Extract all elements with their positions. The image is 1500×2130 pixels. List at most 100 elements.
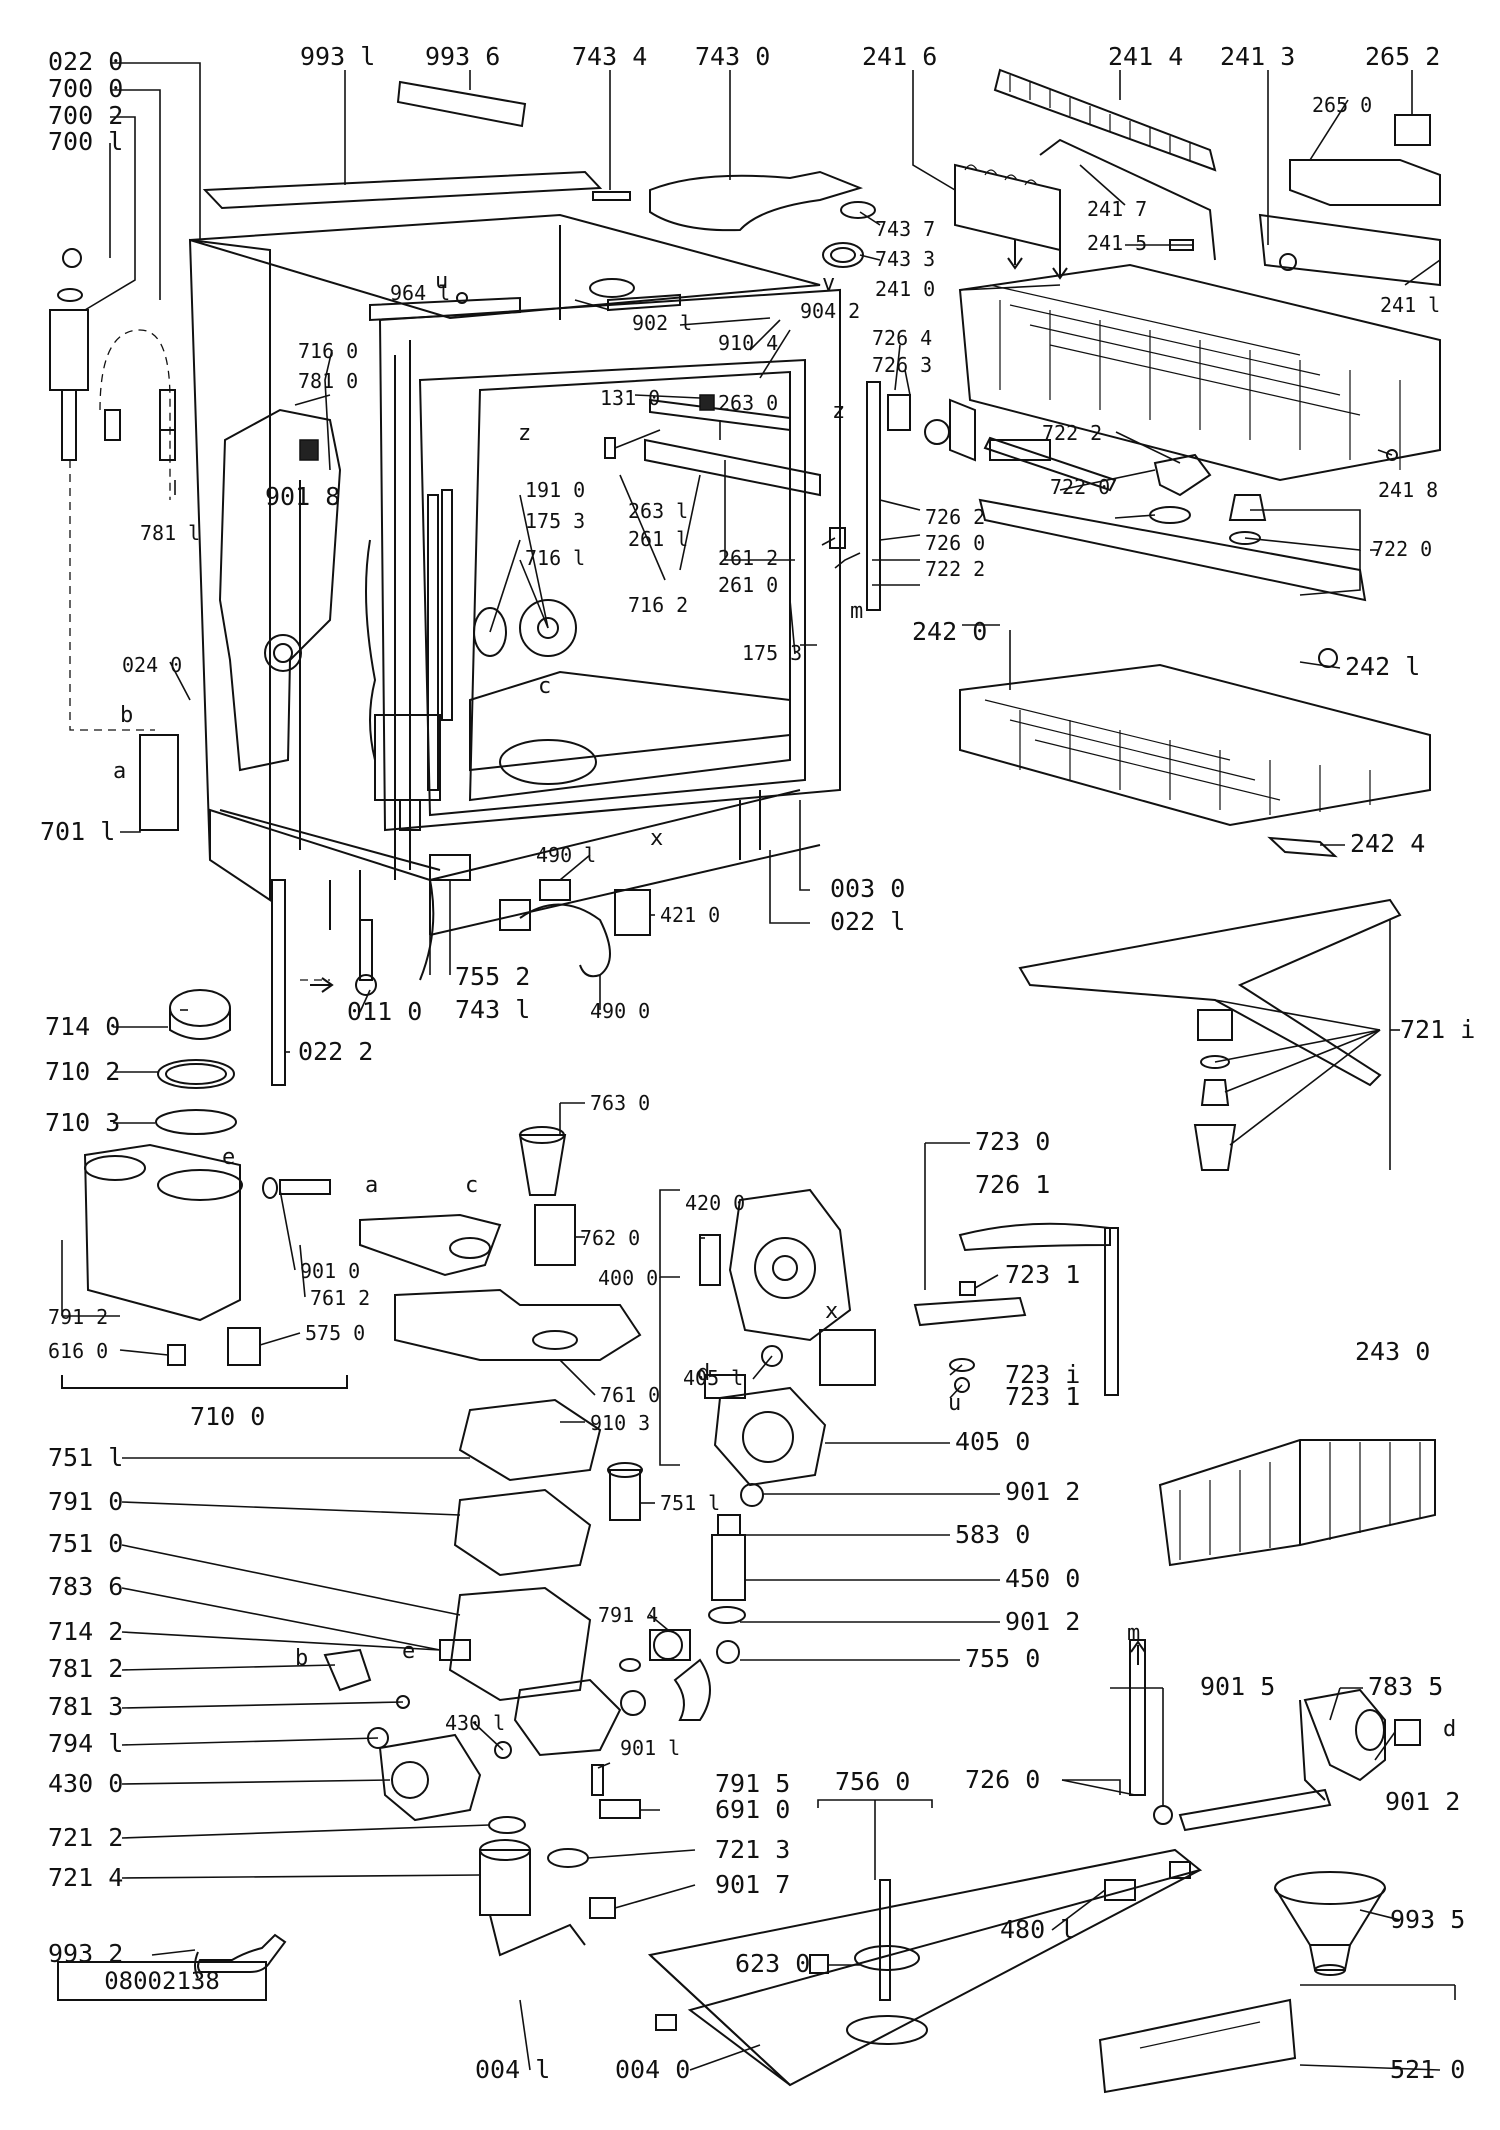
part-label: 701 l	[40, 817, 115, 846]
part-label: 175 3	[525, 509, 585, 533]
ring-9011	[620, 1690, 646, 1716]
callout-letter: e	[402, 1639, 415, 1664]
part-label: 751 l	[660, 1491, 720, 1515]
part-label: 131 0	[600, 386, 660, 410]
filter-7620	[534, 1204, 576, 1266]
part-label: 791 4	[598, 1603, 658, 1627]
callout-letter: a	[365, 1173, 378, 1198]
part-label: 910 4	[718, 331, 778, 355]
part-label: 261 l	[628, 527, 688, 551]
part-label: 726 0	[965, 1765, 1040, 1794]
pump-housing-7510	[513, 1678, 622, 1757]
part-label: 691 0	[715, 1795, 790, 1824]
part-label: 241 5	[1087, 231, 1147, 255]
ring-7231-b	[954, 1377, 970, 1393]
joint-7222	[949, 398, 976, 462]
part-label: 755 0	[965, 1644, 1040, 1673]
part-label: 421 0	[660, 903, 720, 927]
part-label: 901 2	[1005, 1477, 1080, 1506]
rail-7260-lower	[1129, 1639, 1146, 1796]
callout-letter: b	[120, 703, 133, 728]
part-label: 265 2	[1365, 42, 1440, 71]
part-label: 721 2	[48, 1823, 123, 1852]
part-label: 400 0	[598, 1266, 658, 1290]
part-label: 700 0	[48, 74, 123, 103]
part-label: 191 0	[525, 478, 585, 502]
clip-2631	[604, 437, 616, 459]
pump-4050-impeller	[742, 1411, 794, 1463]
clamp-9010	[262, 1177, 278, 1199]
bracket-x	[819, 1329, 876, 1386]
part-label: 751 0	[48, 1529, 123, 1558]
spray-pipe-7261-riser	[1104, 1227, 1119, 1396]
part-label: 521 0	[1390, 2055, 1465, 2084]
rail-pin	[592, 191, 631, 201]
elbow-7835	[1303, 1688, 1386, 1782]
part-label: 762 0	[580, 1226, 640, 1250]
clip-7011	[139, 734, 179, 831]
plug-4210	[614, 889, 651, 936]
seal-4301	[494, 1741, 512, 1759]
part-label: 242 0	[912, 617, 987, 646]
hose-7915	[591, 1764, 604, 1796]
bearing-7220	[1228, 494, 1267, 521]
part-label: 751 l	[48, 1443, 123, 1472]
drain-pump-4300	[378, 1733, 482, 1822]
block-7264	[887, 394, 911, 431]
nozzle-7211	[1200, 1079, 1230, 1106]
clamp-9017	[589, 1897, 616, 1919]
part-label: 726 0	[925, 531, 985, 555]
wrench-icon	[194, 1933, 287, 1979]
part-labels: 022 0 700 0 700 2 700 l 993 l 993 6 743 …	[40, 42, 1475, 2084]
part-label: 781 2	[48, 1654, 123, 1683]
tray-2650	[1289, 159, 1441, 206]
wheel-2421	[1318, 648, 1338, 668]
ring-7102-inner	[165, 1063, 227, 1085]
part-label: 904 2	[800, 299, 860, 323]
part-label: 243 0	[1355, 1337, 1430, 1366]
part-label: 022 l	[830, 907, 905, 936]
tube-7511-top	[607, 1462, 643, 1478]
spring-7810a	[104, 409, 121, 441]
part-label: 175 3	[742, 641, 802, 665]
sump-seal-7610-hole	[532, 1330, 578, 1350]
part-label: 700 l	[48, 127, 123, 156]
part-label: 430 0	[48, 1769, 123, 1798]
spray-pipe-7261	[958, 1222, 1111, 1252]
part-label: 901 5	[1200, 1672, 1275, 1701]
roof-spray-hole	[589, 278, 635, 298]
foot-bracket-7431	[429, 854, 471, 881]
part-label: 791 5	[715, 1769, 790, 1798]
spring-7810b	[159, 389, 176, 431]
part-label: 726 1	[975, 1170, 1050, 1199]
shield-bracket	[374, 714, 441, 801]
nozzle-7231	[959, 1281, 976, 1296]
lower-spray-arm-7211	[1018, 898, 1402, 1087]
motor-4000-rotor	[754, 1237, 816, 1299]
part-label: 714 0	[45, 1012, 120, 1041]
part-label: 430 l	[445, 1711, 505, 1735]
element-5830-top	[717, 1514, 741, 1536]
part-label: 405 l	[683, 1366, 743, 1390]
sensor-4500	[708, 1606, 746, 1624]
coupling-7214-top	[479, 1839, 531, 1861]
spray-shaft-7262	[866, 381, 881, 611]
element-5830	[711, 1534, 746, 1601]
part-label: 241 7	[1087, 197, 1147, 221]
clamp-9012c	[1394, 1719, 1421, 1746]
clamp-9012b	[716, 1640, 740, 1664]
part-label: 623 0	[735, 1949, 810, 1978]
part-label: 241 3	[1220, 42, 1295, 71]
part-label: 241 8	[1378, 478, 1438, 502]
pump-4050	[713, 1386, 827, 1487]
callout-letter: u	[948, 1391, 961, 1416]
lower-rack-2420	[959, 663, 1431, 827]
side-rail-2630	[649, 398, 791, 432]
pump-pipe-d	[704, 1374, 746, 1399]
foot-0041	[655, 2014, 677, 2031]
part-label: 714 2	[48, 1617, 123, 1646]
callout-letter: b	[295, 1646, 308, 1671]
control-panel-5210	[1098, 1998, 1297, 2094]
filter-7811	[159, 429, 176, 461]
part-label: 993 l	[300, 42, 375, 71]
